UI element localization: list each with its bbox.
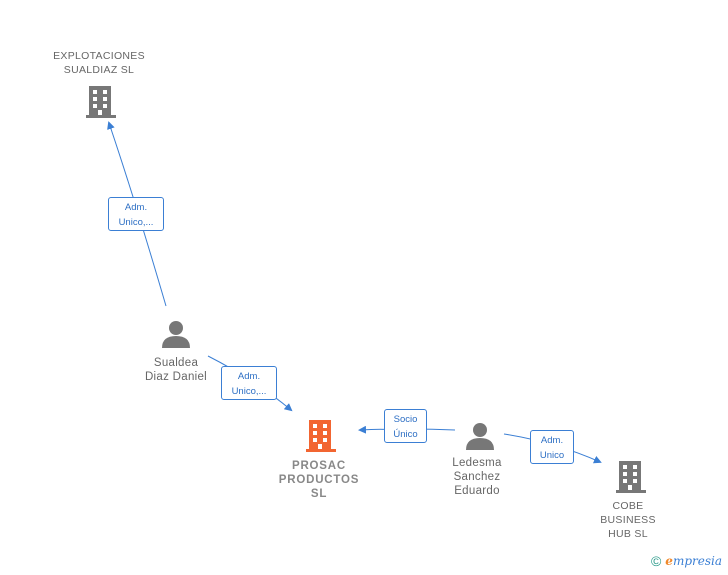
edge-label-ledesma-cobe: Adm. Unico — [530, 430, 574, 464]
person-icon[interactable] — [162, 321, 190, 348]
edge-label-sualdea-prosac: Adm. Unico,... — [221, 366, 277, 400]
company-label-cobe[interactable]: COBE BUSINESS HUB SL — [600, 500, 656, 540]
building-icon[interactable] — [306, 420, 336, 452]
copyright-icon: © — [650, 553, 662, 569]
building-icon[interactable] — [86, 86, 116, 118]
footer-brand: © empresia — [651, 553, 722, 569]
edge-label-sualdea-explotaciones: Adm. Unico,... — [108, 197, 164, 231]
person-icon[interactable] — [466, 423, 494, 450]
company-label-explotaciones[interactable]: EXPLOTACIONES SUALDIAZ SL — [53, 50, 145, 76]
edge-label-ledesma-prosac: Socio Único — [384, 409, 427, 443]
person-label-sualdea[interactable]: Sualdea Diaz Daniel — [144, 357, 208, 383]
company-label-prosac[interactable]: PROSAC PRODUCTOS SL — [278, 460, 360, 500]
person-label-ledesma[interactable]: Ledesma Sanchez Eduardo — [452, 457, 502, 497]
brand-logo: empresia — [665, 554, 722, 568]
building-icon[interactable] — [616, 461, 646, 493]
